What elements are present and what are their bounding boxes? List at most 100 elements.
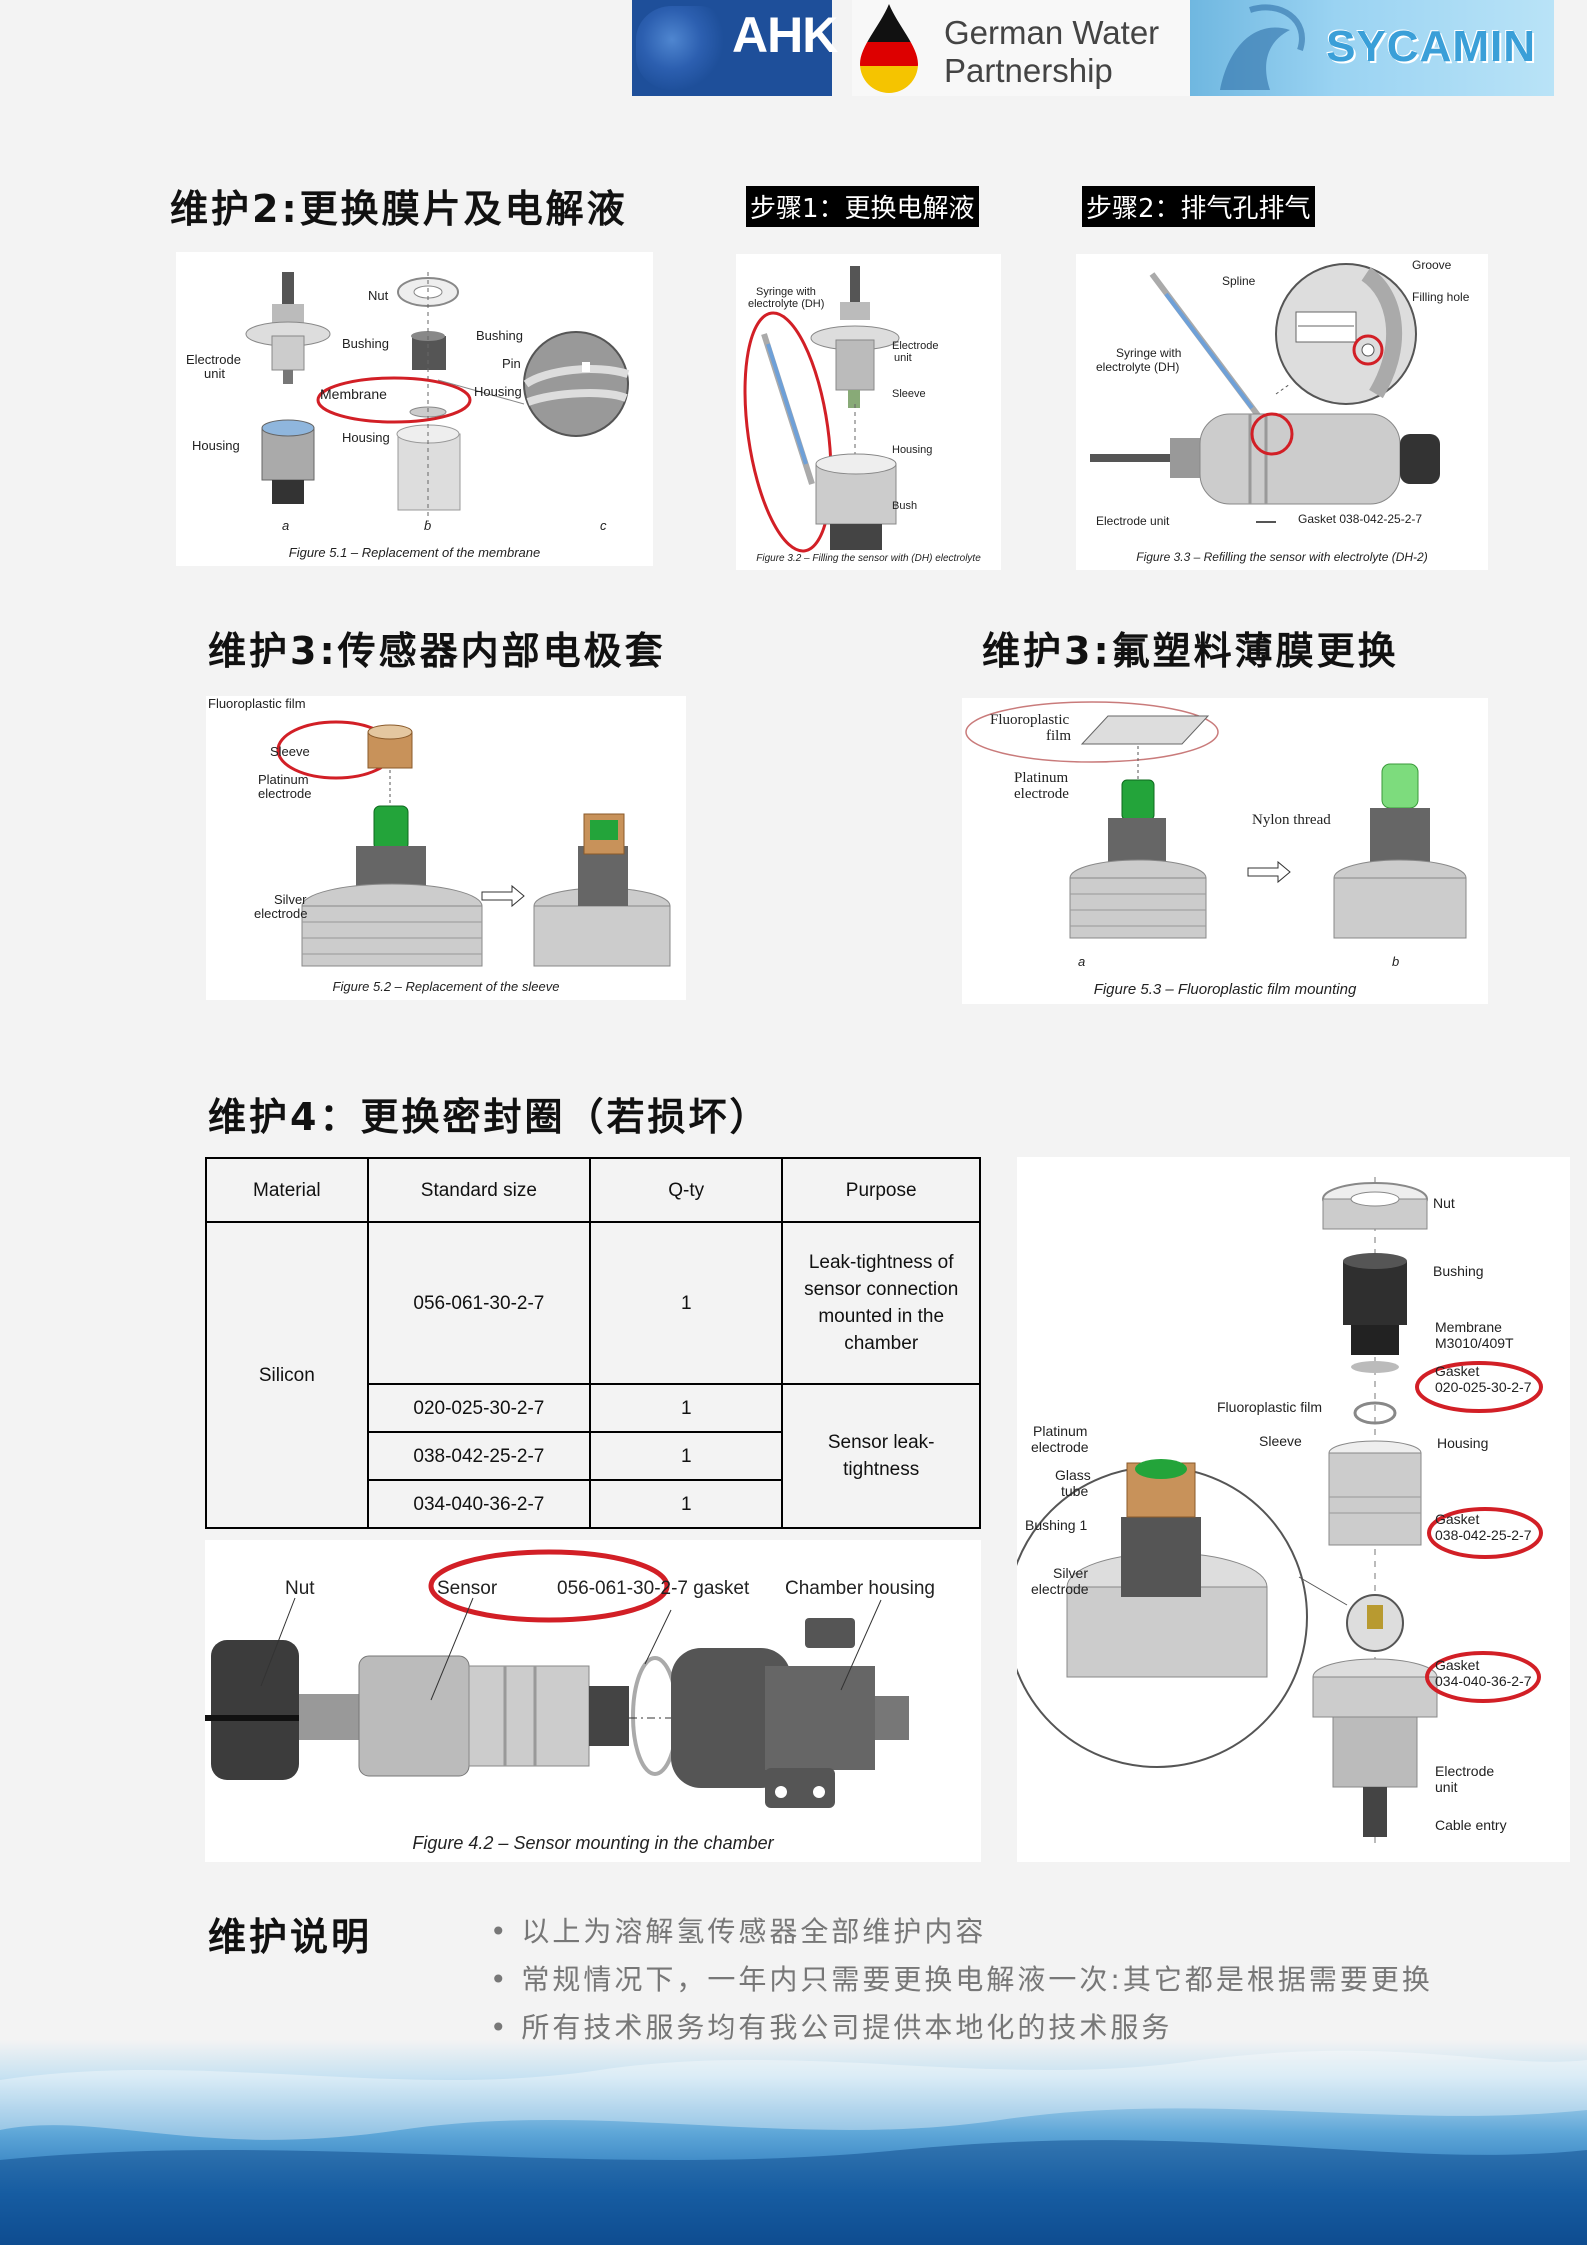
water-splash-icon [1220,4,1305,90]
sleeve-diagram [276,720,671,967]
filling-diagram [743,266,900,553]
label-syringe-1: Syringe with [756,286,816,298]
figure-membrane-replacement: Electrode unit Housing Nut Bushing Membr… [176,252,653,566]
figure-sleeve-replacement: Fluoroplastic film Sleeve Platinum elect… [206,696,686,1000]
list-item: • 以上为溶解氢传感器全部维护内容 [490,1915,987,1948]
caption-fig-3-2: Figure 3.2 – Filling the sensor with (DH… [756,553,981,564]
table-header: Standard size [366,1157,592,1223]
label-unit: unit [204,366,225,381]
label-housing-c: Housing [474,384,522,399]
label-cable-entry: Cable entry [1435,1817,1507,1833]
label-membrane: Membrane [320,386,387,402]
list-item: • 常规情况下，一年内只需要更换电解液一次:其它都是根据需要更换 [490,1963,1433,1996]
caption-fig-3-3: Figure 3.3 – Refilling the sensor with e… [1136,550,1428,564]
sycamin-logo: SYCAMIN [1190,0,1554,96]
label-nut: Nut [285,1578,315,1599]
label-fluoroplastic: Fluoroplastic [990,712,1070,728]
label-platinum-1: Platinum [1014,770,1069,786]
label-housing: Housing [892,444,933,456]
label-unit: unit [894,352,912,364]
label-groove: Groove [1412,258,1452,272]
label-nylon-thread: Nylon thread [1252,812,1331,828]
label-platinum-1: Platinum [258,772,309,787]
label-syringe-1: Syringe with [1116,346,1182,360]
label-electrode-unit: Electrode unit [1096,514,1170,528]
label-sleeve: Sleeve [892,388,926,400]
label-glass: Glass [1055,1467,1091,1483]
gwp-logo-text: German Water Partnership [944,14,1159,90]
figure-filling-electrolyte: Syringe with electrolyte (DH) Electrode … [736,254,1001,570]
figure-exploded-sensor: Nut Bushing Membrane M3010/409T Gasket 0… [1017,1157,1570,1862]
table-cell-qty: 1 [589,1383,784,1433]
label-nut: Nut [368,288,389,303]
table-cell-qty: 1 [589,1431,784,1481]
label-electrode: Electrode [892,340,939,352]
caption-fig-5-3: Figure 5.3 – Fluoroplastic film mounting [1093,981,1357,998]
label-bushing-c: Bushing [476,328,523,343]
label-c: c [600,518,607,533]
label-tube: tube [1061,1483,1089,1499]
water-wave-decoration [0,2040,1587,2245]
membrane-diagram [245,272,630,522]
table-header-row: Material Standard size Q-ty Purpose [205,1157,981,1223]
label-pin: Pin [502,356,521,371]
maint3a-title: 维护3:传感器内部电极套 [208,629,666,673]
notes-title: 维护说明 [208,1915,373,1959]
gasket-table: Material Standard size Q-ty Purpose Sili… [205,1157,981,1529]
step2-label: 步骤2：排气孔排气 [1082,186,1315,227]
maint3b-title: 维护3:氟塑料薄膜更换 [982,629,1399,673]
label-gasket-3-size: 034-040-36-2-7 [1435,1673,1532,1689]
label-silver-1: Silver [1053,1565,1089,1581]
table-header: Purpose [781,1157,981,1223]
sycamin-logo-text: SYCAMIN [1326,22,1536,71]
label-electrode: Electrode [1435,1763,1495,1779]
label-sleeve: Sleeve [1259,1433,1302,1449]
label-gasket-1: Gasket [1435,1363,1480,1379]
table-cell-qty: 1 [589,1479,784,1529]
label-gasket-2-size: 038-042-25-2-7 [1435,1527,1532,1543]
label-platinum-2: electrode [1014,786,1069,802]
german-water-partnership-logo: German Water Partnership [852,0,1192,96]
label-a: a [1078,954,1086,969]
label-nut: Nut [1433,1195,1455,1211]
figure-refilling-electrolyte: Spline Groove Filling hole Syringe with … [1076,254,1488,570]
label-unit: unit [1435,1779,1458,1795]
table-row: 034-040-36-2-7 1 [206,1479,980,1529]
label-membrane-2: M3010/409T [1435,1335,1514,1351]
label-gasket-3: Gasket [1435,1657,1480,1673]
label-platinum-1: Platinum [1033,1423,1088,1439]
ahk-logo: AHK [632,0,838,96]
step1-label: 步骤1：更换电解液 [746,186,979,227]
label-sensor: Sensor [437,1578,498,1599]
label-b: b [424,518,432,533]
label-membrane-1: Membrane [1435,1319,1502,1335]
label-platinum-2: electrode [258,786,312,801]
label-housing: Housing [1437,1435,1489,1451]
label-bush: Bush [892,500,918,512]
label-fluoroplastic-film: Fluoroplastic film [208,696,306,711]
table-cell-purpose: Leak-tightness of sensor connection moun… [781,1221,981,1385]
label-bushing: Bushing [1433,1263,1484,1279]
label-platinum-2: electrode [1031,1439,1089,1455]
table-row: Silicon 056-061-30-2-7 1 Leak-tightness … [205,1221,981,1529]
label-gasket: 056-061-30-2-7 gasket [557,1578,750,1599]
caption-fig-5-1: Figure 5.1 – Replacement of the membrane [288,545,541,560]
label-film: film [1046,728,1071,744]
label-bushing-1: Bushing 1 [1025,1517,1088,1533]
caption-fig-5-2: Figure 5.2 – Replacement of the sleeve [332,979,560,994]
table-row: 038-042-25-2-7 1 [206,1431,980,1481]
gwp-line2: Partnership [944,52,1113,89]
label-syringe-2: electrolyte (DH) [748,298,825,310]
table-cell-qty: 1 [589,1221,784,1385]
refilling-diagram [1090,263,1440,523]
table-cell-size: 056-061-30-2-7 [366,1221,592,1385]
gwp-line1: German Water [944,14,1160,51]
label-fluoroplastic-film: Fluoroplastic film [1217,1399,1323,1415]
label-filling-hole: Filling hole [1412,290,1470,304]
note-text: 所有技术服务均有我公司提供本地化的技术服务 [521,2011,1173,2044]
table-cell-material: Silicon [205,1221,369,1529]
table-cell-size: 034-040-36-2-7 [366,1479,592,1529]
flag-drop-icon [860,4,918,93]
ahk-logo-text: AHK [732,7,838,63]
table-cell-size: 020-025-30-2-7 [366,1383,592,1433]
